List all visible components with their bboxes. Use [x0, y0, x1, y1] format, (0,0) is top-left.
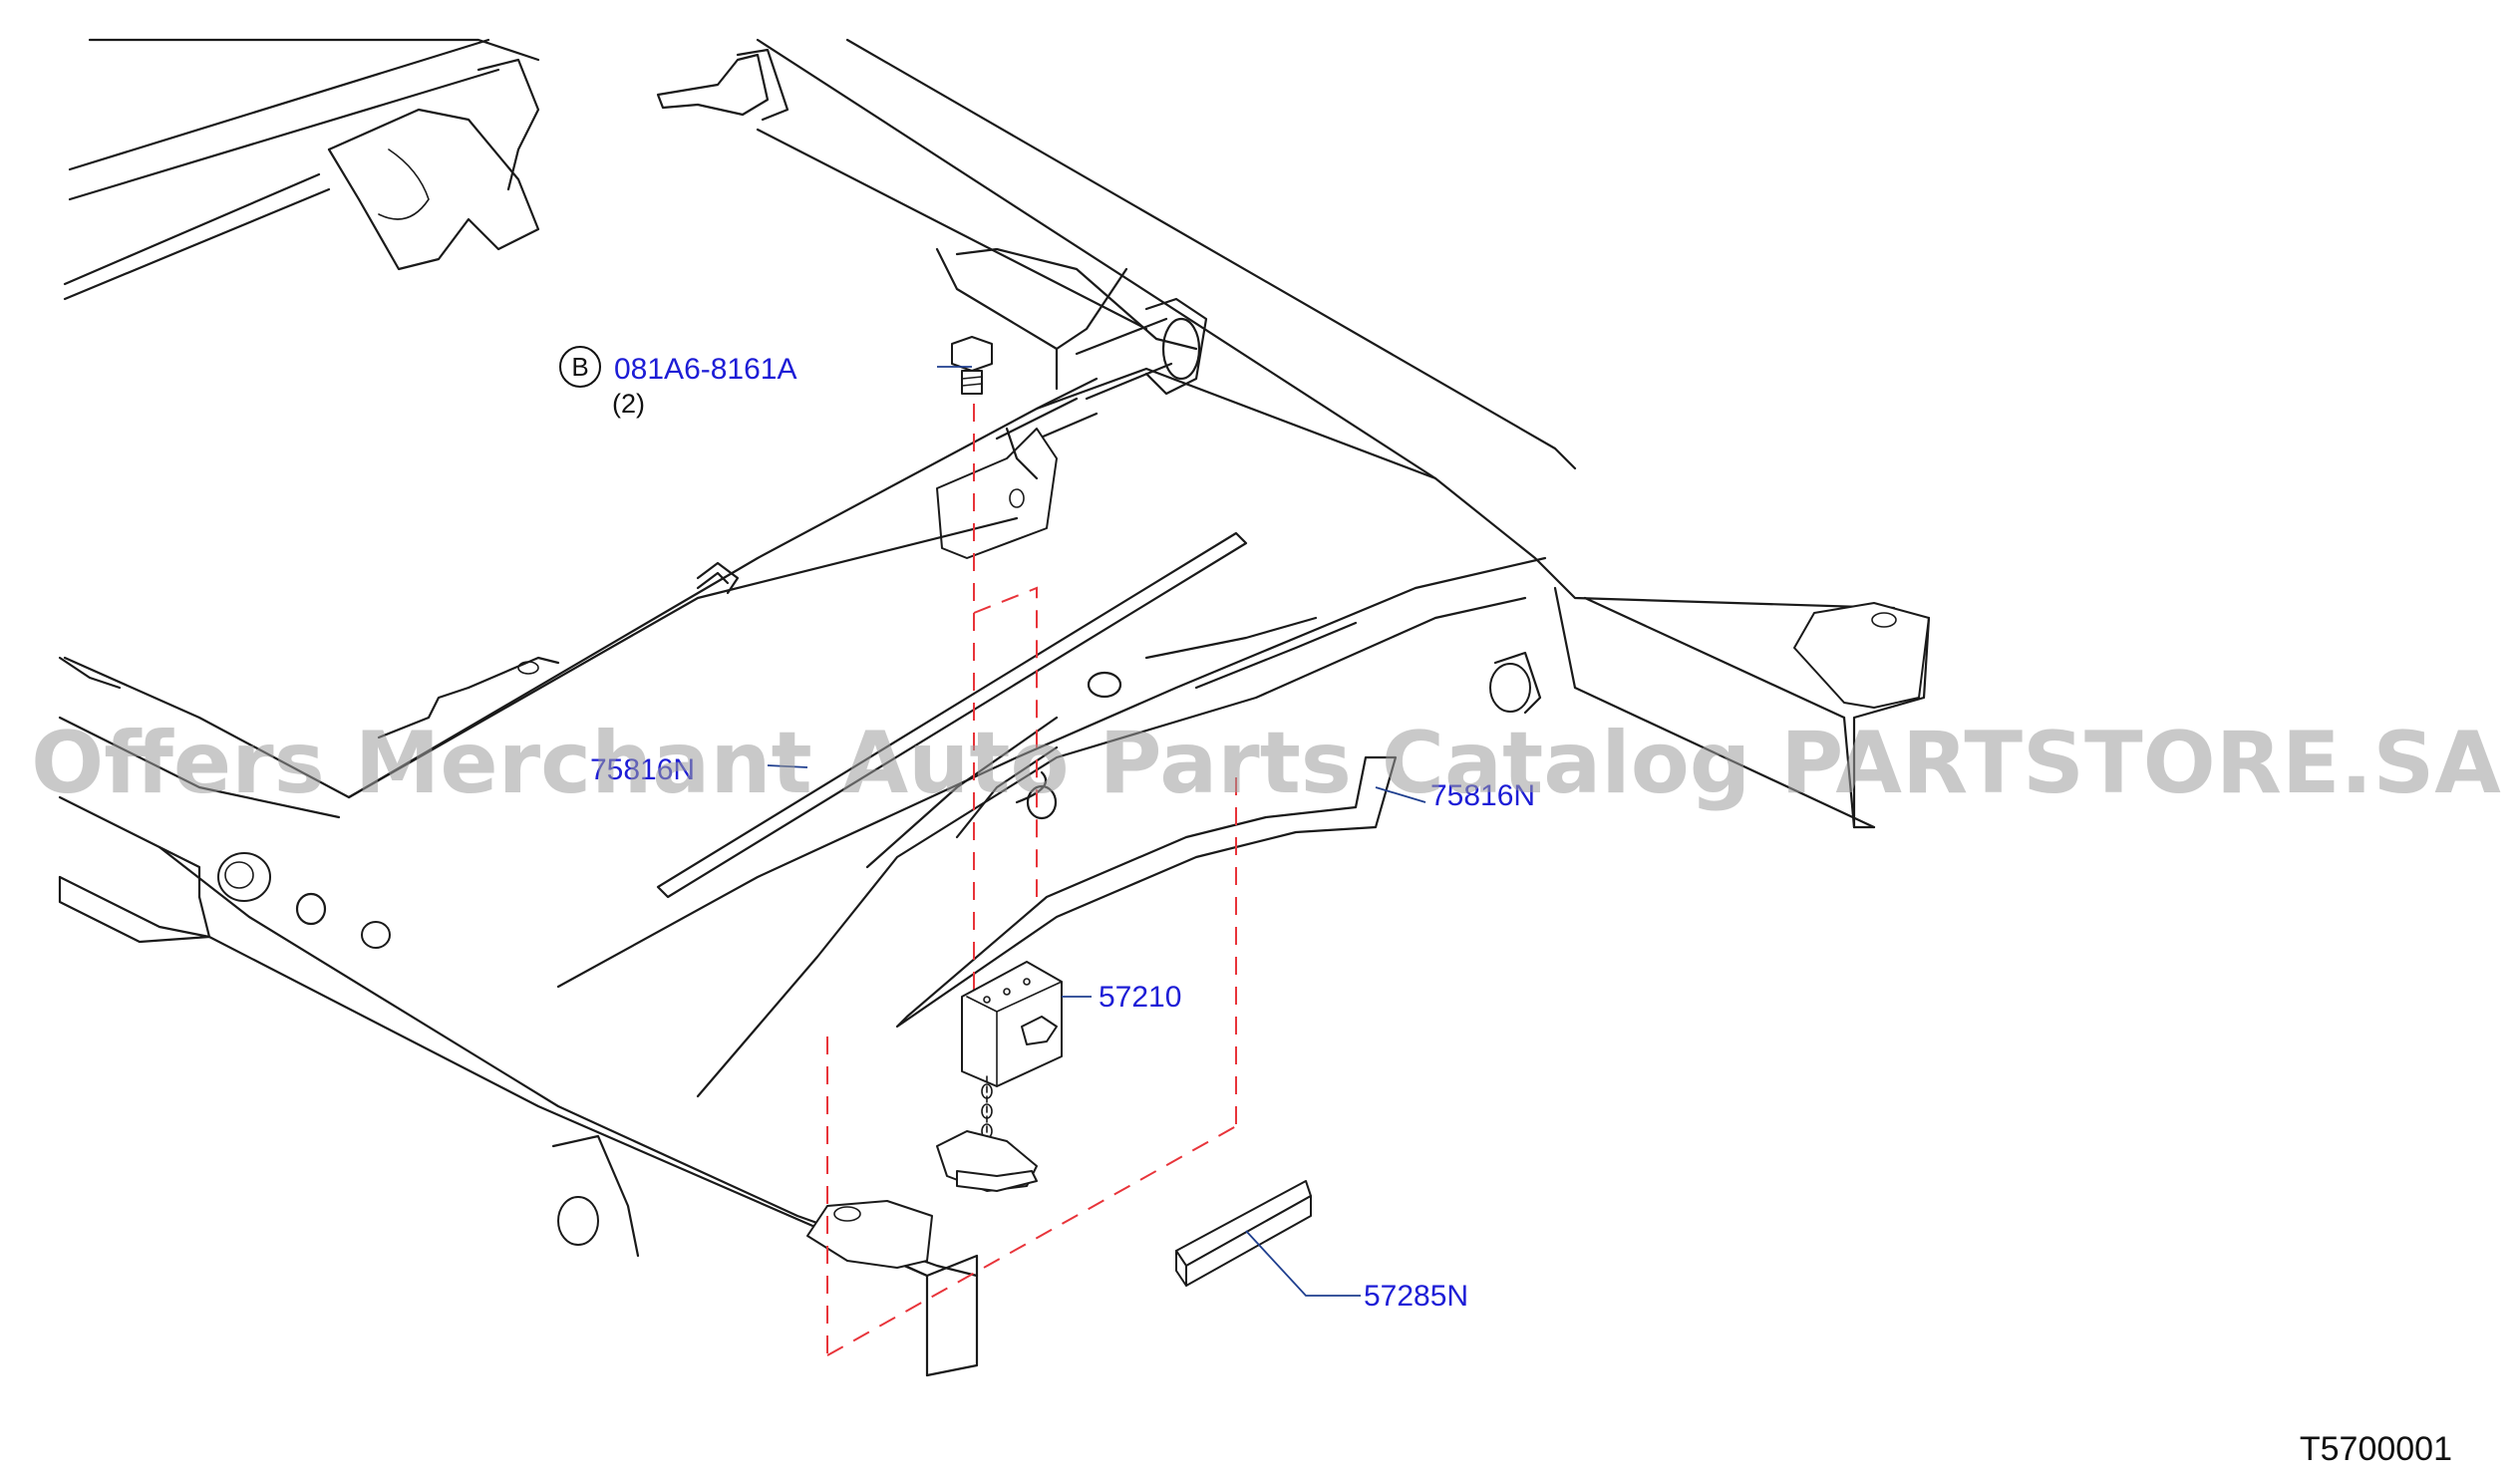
bolt-part	[951, 336, 993, 395]
part-number-cable-left[interactable]: 75816N	[590, 753, 695, 786]
part-number-cable-right[interactable]: 75816N	[1430, 779, 1535, 812]
quantity-bolt: (2)	[612, 389, 645, 419]
guide-box-top	[973, 586, 1038, 897]
watermark-text: Offers Merchant Auto Parts Catalog PARTS…	[31, 714, 2501, 813]
part-number-bolt[interactable]: 081A6-8161A	[614, 353, 797, 386]
callout-badge	[559, 346, 601, 388]
leader-cable-right	[1375, 786, 1426, 803]
leader-lines	[767, 366, 1426, 1297]
callout-bolt[interactable]: B 081A6-8161A (2)	[559, 346, 797, 419]
spacer-block-part	[1175, 1180, 1312, 1287]
spare-carrier-part	[936, 961, 1063, 1192]
leader-spacer	[1245, 1230, 1361, 1297]
part-number-spacer[interactable]: 57285N	[1364, 1280, 1468, 1313]
leader-cable-left	[767, 764, 808, 768]
guide-bottom-diagonal	[826, 1125, 1237, 1356]
diagram-code: T5700001	[2300, 1430, 2452, 1468]
vehicle-frame-drawing	[58, 38, 1931, 1377]
assembly-guides	[826, 404, 1237, 1356]
part-number-carrier[interactable]: 57210	[1099, 981, 1181, 1014]
callout-badge-letter: B	[571, 352, 588, 382]
